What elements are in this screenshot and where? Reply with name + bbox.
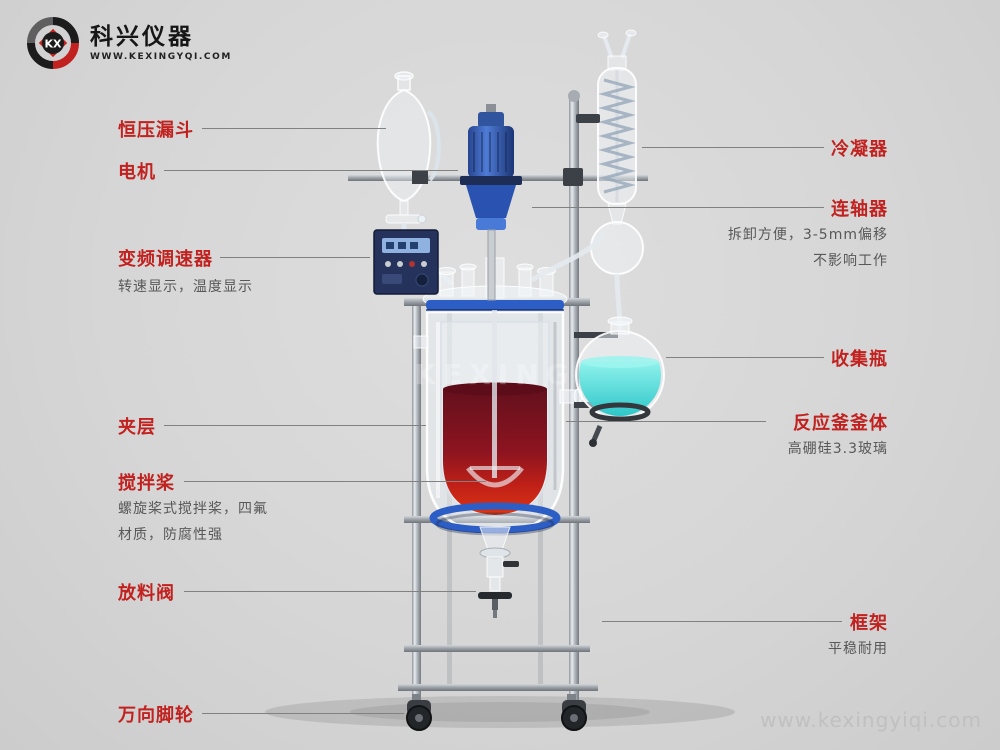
leader-line — [602, 621, 842, 622]
reactor-vessel: KEXING — [413, 310, 583, 536]
motor — [460, 104, 522, 301]
label-discharge-valve: 放料阀 — [118, 583, 175, 604]
label-desc: 平稳耐用 — [828, 641, 888, 657]
leader-line — [220, 257, 370, 258]
stirrer-paddle — [466, 466, 524, 488]
label-desc: 拆卸方便，3-5mm偏移 不影响工作 — [727, 227, 888, 269]
kx-monogram: KX — [44, 38, 62, 51]
label-motor: 电机 — [118, 162, 156, 183]
label-frequency-controller: 变频调速器 — [118, 249, 213, 270]
label-coupling: 连轴器 — [831, 199, 888, 220]
floor-shadow — [265, 696, 735, 728]
leader-line — [666, 357, 824, 358]
label-condenser: 冷凝器 — [831, 139, 888, 160]
label-casters: 万向脚轮 — [118, 705, 194, 726]
casters — [406, 694, 587, 731]
label-stirring-paddle: 搅拌桨 — [118, 473, 175, 494]
leader-line — [532, 207, 824, 208]
site-watermark: www.kexingyiqi.com — [760, 708, 982, 732]
brand-site: WWW.KEXINGYQI.COM — [90, 52, 232, 63]
coupling — [466, 185, 516, 218]
cyan-liquid — [579, 362, 661, 416]
collection-bottle — [574, 316, 665, 447]
label-reactor-body: 反应釜釜体 — [793, 413, 888, 434]
label-desc: 转速显示，温度显示 — [118, 279, 253, 295]
leader-line — [202, 128, 386, 129]
leader-line — [164, 425, 426, 426]
glass-watermark: KEXING — [414, 358, 575, 391]
label-desc: 螺旋桨式搅拌桨，四氟 材质，防腐性强 — [118, 501, 268, 543]
leader-line — [164, 170, 458, 171]
leader-line — [566, 421, 766, 422]
leader-line — [184, 481, 486, 482]
kx-emblem: KX — [27, 17, 79, 69]
brand-logo: KX 科兴仪器 WWW.KEXINGYQI.COM — [26, 16, 232, 70]
label-collection-bottle: 收集瓶 — [831, 349, 888, 370]
leader-line — [202, 713, 404, 714]
label-desc: 高硼硅3.3玻璃 — [787, 441, 888, 457]
leader-line — [184, 591, 476, 592]
stirrer-shaft — [492, 310, 497, 478]
leader-line — [642, 147, 824, 148]
brand-name: 科兴仪器 — [90, 23, 194, 50]
discharge-valve — [478, 526, 519, 618]
label-frame: 框架 — [850, 613, 888, 634]
label-jacket: 夹层 — [118, 417, 156, 438]
frequency-controller — [373, 229, 439, 295]
label-constant-pressure-funnel: 恒压漏斗 — [118, 120, 194, 141]
